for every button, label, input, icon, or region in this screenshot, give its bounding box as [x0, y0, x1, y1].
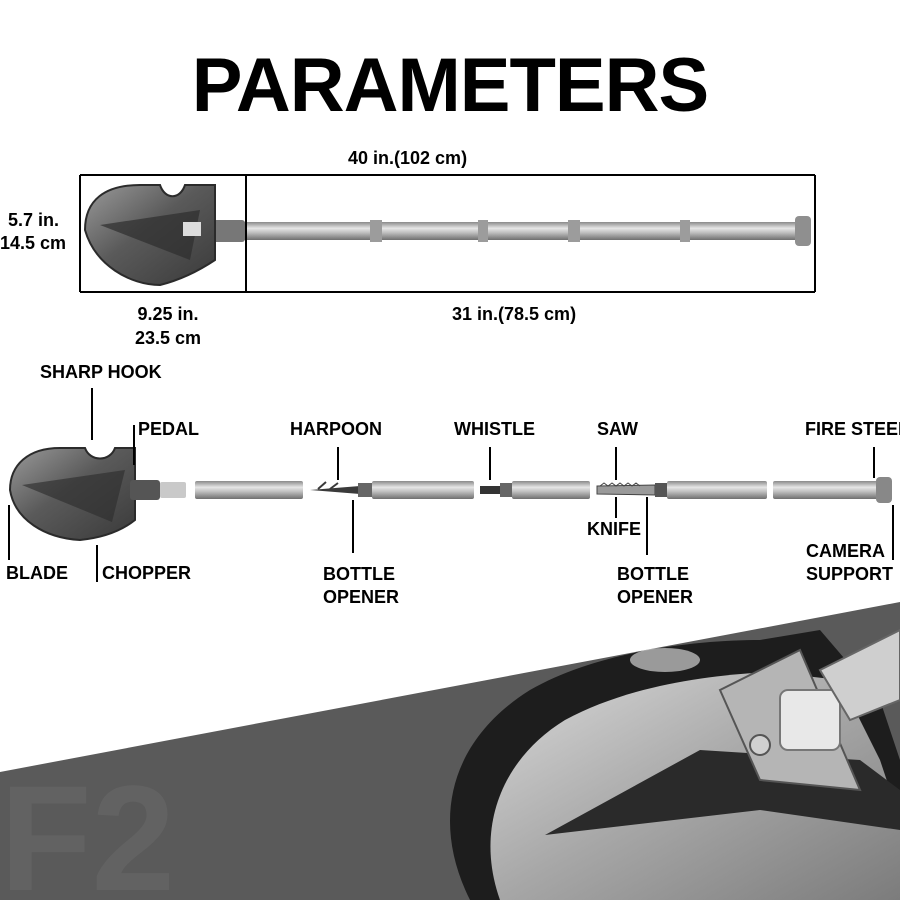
label-bottle-opener-2-line2: OPENER	[617, 587, 693, 609]
dim-head-length-in: 9.25 in.	[118, 303, 218, 326]
rod-segment-5	[773, 481, 879, 499]
rod-joint	[478, 220, 488, 242]
dim-total-length: 40 in.(102 cm)	[348, 147, 467, 170]
label-blade: BLADE	[6, 563, 68, 585]
dim-head-width-cm: 14.5 cm	[0, 232, 66, 255]
fire-steel-cap	[876, 477, 892, 503]
whistle-tip	[480, 486, 500, 494]
saw-blade	[597, 485, 655, 495]
rod-segment-1	[195, 481, 303, 499]
shovel-closeup	[450, 630, 900, 900]
label-harpoon: HARPOON	[290, 419, 382, 441]
label-whistle: WHISTLE	[454, 419, 535, 441]
label-bottle-opener-1-line2: OPENER	[323, 587, 399, 609]
rod-segment-3	[512, 481, 590, 499]
exploded-shovel	[9, 388, 893, 582]
dim-handle-length: 31 in.(78.5 cm)	[452, 303, 576, 326]
label-camera-support-line1: CAMERA	[806, 541, 885, 563]
watermark: F2	[0, 754, 175, 900]
rod-joint	[680, 220, 690, 242]
page-title: PARAMETERS	[0, 48, 900, 124]
rod-joint	[568, 220, 580, 242]
harpoon-tip	[310, 486, 360, 494]
label-bottle-opener-2-line1: BOTTLE	[617, 564, 689, 586]
handle-rod	[240, 222, 800, 240]
label-bottle-opener-1-line1: BOTTLE	[323, 564, 395, 586]
label-chopper: CHOPPER	[102, 563, 191, 585]
dim-head-length-cm: 23.5 cm	[118, 327, 218, 350]
dim-head-width-in: 5.7 in.	[8, 209, 59, 232]
rod-segment-4	[667, 481, 767, 499]
label-knife: KNIFE	[587, 519, 641, 541]
rod-end-cap	[795, 216, 811, 246]
label-fire-steel: FIRE STEEL	[805, 419, 900, 441]
pedal-piece	[130, 480, 160, 500]
label-saw: SAW	[597, 419, 638, 441]
rod-joint	[370, 220, 382, 242]
label-sharp-hook: SHARP HOOK	[40, 362, 162, 384]
rod-segment-2	[372, 481, 474, 499]
label-pedal: PEDAL	[138, 419, 199, 441]
assembled-shovel	[80, 175, 815, 292]
label-camera-support-line2: SUPPORT	[806, 564, 893, 586]
thread-piece	[160, 482, 186, 498]
